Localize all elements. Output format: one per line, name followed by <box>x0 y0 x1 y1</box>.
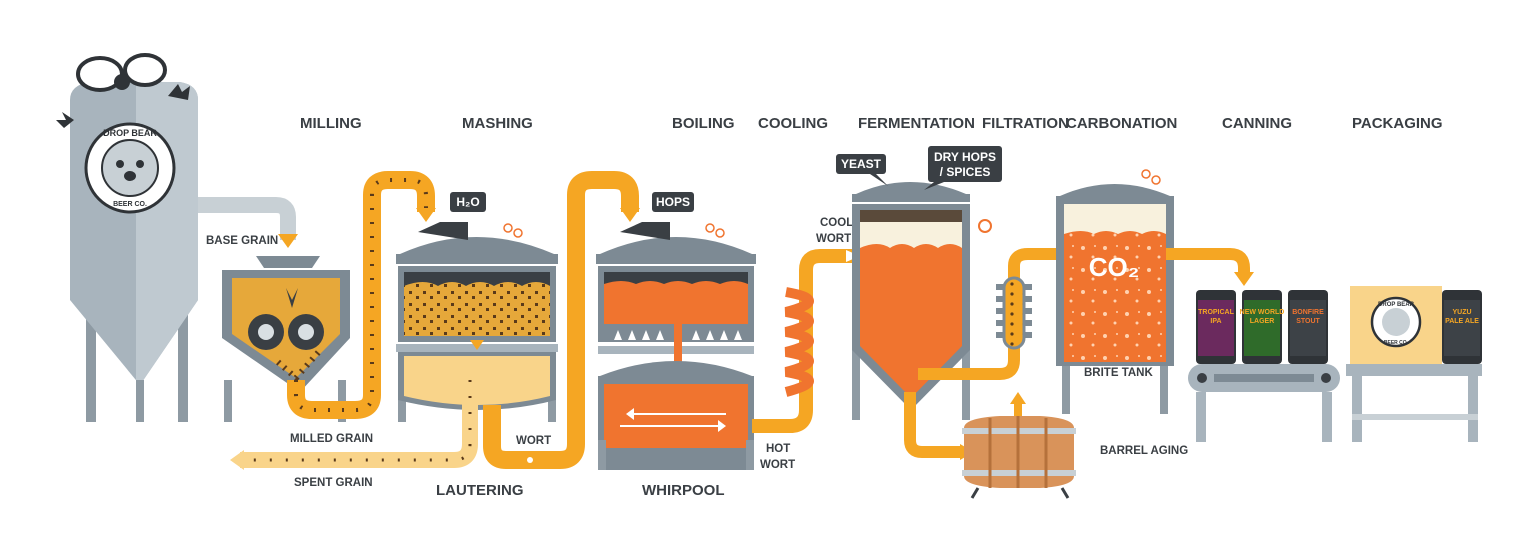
svg-text:PALE ALE: PALE ALE <box>1445 318 1479 325</box>
svg-text:H₂O: H₂O <box>456 195 479 209</box>
grain-silo: DROP BEAR BEER CO. <box>56 53 198 422</box>
dry-hops-tag: DRY HOPS / SPICES <box>924 146 1002 190</box>
wort-label: WORT <box>516 435 551 447</box>
gauge-icon <box>513 228 523 238</box>
stage-milling: MILLING <box>300 115 362 132</box>
h2o-tag: H₂O <box>450 192 486 212</box>
svg-text:HOPS: HOPS <box>656 195 690 209</box>
barrel-icon <box>962 392 1076 499</box>
svg-text:NEW WORLD: NEW WORLD <box>1240 309 1285 316</box>
can-tropical-ipa: TROPICAL IPA <box>1196 290 1236 364</box>
packaging-box: DROP BEAR BEER CO. <box>1350 286 1442 364</box>
svg-text:YEAST: YEAST <box>841 157 882 171</box>
brite-tank: CO₂ <box>1056 169 1174 414</box>
cool-wort-label-2: WORT <box>816 233 851 245</box>
spent-grain-pipe <box>230 380 478 470</box>
cooling-coil <box>752 249 860 433</box>
hot-wort-label-2: WORT <box>760 459 795 471</box>
stage-whirpool: WHIRPOOL <box>642 482 725 499</box>
milled-grain-pipe <box>287 171 436 419</box>
hot-wort-label-1: HOT <box>766 443 790 455</box>
beer-cans: TROPICAL IPA NEW WORLD LAGER BONFIRE STO… <box>1196 290 1328 364</box>
yeast-tag: YEAST <box>836 154 888 186</box>
co2-tag: CO₂ <box>1089 252 1140 282</box>
arrow-down-icon <box>278 234 298 248</box>
wort-pipe <box>483 171 640 469</box>
stage-canning: CANNING <box>1222 115 1292 132</box>
canning-line <box>1188 364 1340 442</box>
drop-bear-logo: DROP BEAR BEER CO. <box>84 122 176 214</box>
grain-mill <box>222 256 350 422</box>
stage-lautering: LAUTERING <box>436 482 524 499</box>
gauge-icon <box>715 228 725 238</box>
whirlpool-tank <box>598 320 754 470</box>
svg-text:LAGER: LAGER <box>1250 318 1275 325</box>
brite-tank-label: BRITE TANK <box>1084 367 1153 379</box>
koala-icon <box>56 53 190 128</box>
gauge-icon <box>1141 169 1151 179</box>
svg-text:IPA: IPA <box>1210 318 1221 325</box>
arrow-down-icon <box>470 340 484 350</box>
arrow-down-icon <box>416 208 436 222</box>
gear-icon <box>248 314 324 350</box>
wheat-icon <box>286 288 298 308</box>
gauge-icon <box>978 219 992 233</box>
can-yuzu-pale-ale: YUZU PALE ALE <box>1442 290 1482 364</box>
barrel-aging-label: BARREL AGING <box>1100 445 1188 457</box>
base-grain-pipe <box>198 197 298 248</box>
stage-mashing: MASHING <box>462 115 533 132</box>
gauge-icon <box>503 223 513 233</box>
svg-text:YUZU: YUZU <box>1452 309 1471 316</box>
stage-cooling: COOLING <box>758 115 828 132</box>
flame-icon <box>614 330 742 340</box>
fermentation-tank <box>852 182 992 420</box>
can-bonfire-stout: BONFIRE STOUT <box>1288 290 1328 364</box>
filter-column <box>996 276 1032 350</box>
arrow-left-icon <box>230 450 244 470</box>
can-new-world-lager: NEW WORLD LAGER <box>1240 290 1285 364</box>
hops-tag: HOPS <box>652 192 694 212</box>
arrow-down-icon <box>620 208 640 222</box>
stage-boiling: BOILING <box>672 115 735 132</box>
box-brand-line2: BEER CO. <box>1384 340 1409 346</box>
stage-packaging: PACKAGING <box>1352 115 1443 132</box>
box-brand-line1: DROP BEAR <box>1378 302 1415 308</box>
brand-line2: BEER CO. <box>113 201 147 208</box>
base-grain-label: BASE GRAIN <box>206 235 278 247</box>
cool-wort-label-1: COOL <box>820 217 853 229</box>
milled-grain-label: MILLED GRAIN <box>290 433 373 445</box>
packaging-table <box>1346 364 1482 442</box>
svg-text:DRY HOPS: DRY HOPS <box>934 150 996 164</box>
arrow-down-icon <box>1234 272 1254 286</box>
stage-carbonation: CARBONATION <box>1066 115 1177 132</box>
stage-filtration: FILTRATION <box>982 115 1069 132</box>
gauge-icon <box>1151 175 1161 185</box>
gauge-icon <box>705 223 715 233</box>
brand-line1: DROP BEAR <box>103 128 157 138</box>
stage-fermentation: FERMENTATION <box>858 115 975 132</box>
svg-text:BONFIRE: BONFIRE <box>1292 309 1324 316</box>
svg-text:/ SPICES: / SPICES <box>940 165 991 179</box>
svg-text:TROPICAL: TROPICAL <box>1198 309 1235 316</box>
svg-text:STOUT: STOUT <box>1296 318 1320 325</box>
spent-grain-label: SPENT GRAIN <box>294 477 373 489</box>
canning-pipe <box>1166 248 1254 286</box>
